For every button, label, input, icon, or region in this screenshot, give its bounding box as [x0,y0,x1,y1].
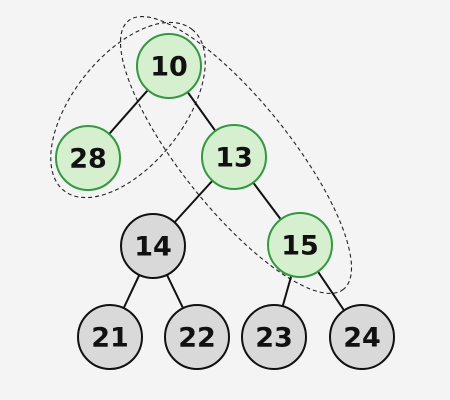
tree-node-23: 23 [241,304,307,370]
node-circle [136,33,202,99]
tree-node-15: 15 [267,212,333,278]
tree-node-14: 14 [120,213,186,279]
group-outlines [50,16,353,294]
node-label: 21 [91,323,129,354]
node-circle [201,124,267,190]
edges [87,65,363,338]
node-label: 15 [281,231,319,262]
node-circle [164,304,230,370]
tree-node-28: 28 [55,125,121,191]
node-circle [120,213,186,279]
node-label: 22 [178,323,216,354]
tree-node-24: 24 [329,304,395,370]
node-circle [241,304,307,370]
group-outline-right [119,16,353,294]
tree-node-10: 10 [136,33,202,99]
node-label: 14 [134,232,172,263]
node-label: 13 [215,143,253,174]
tree-node-21: 21 [77,304,143,370]
node-label: 28 [69,144,107,175]
node-circle [55,125,121,191]
tree-node-22: 22 [164,304,230,370]
group-outline-left [50,21,206,199]
node-circle [77,304,143,370]
node-label: 10 [150,52,188,83]
node-circle [329,304,395,370]
tree-node-13: 13 [201,124,267,190]
node-circle [267,212,333,278]
nodes: 10 28 13 14 15 21 22 23 24 [55,33,395,370]
node-label: 23 [255,323,293,354]
node-label: 24 [343,323,381,354]
